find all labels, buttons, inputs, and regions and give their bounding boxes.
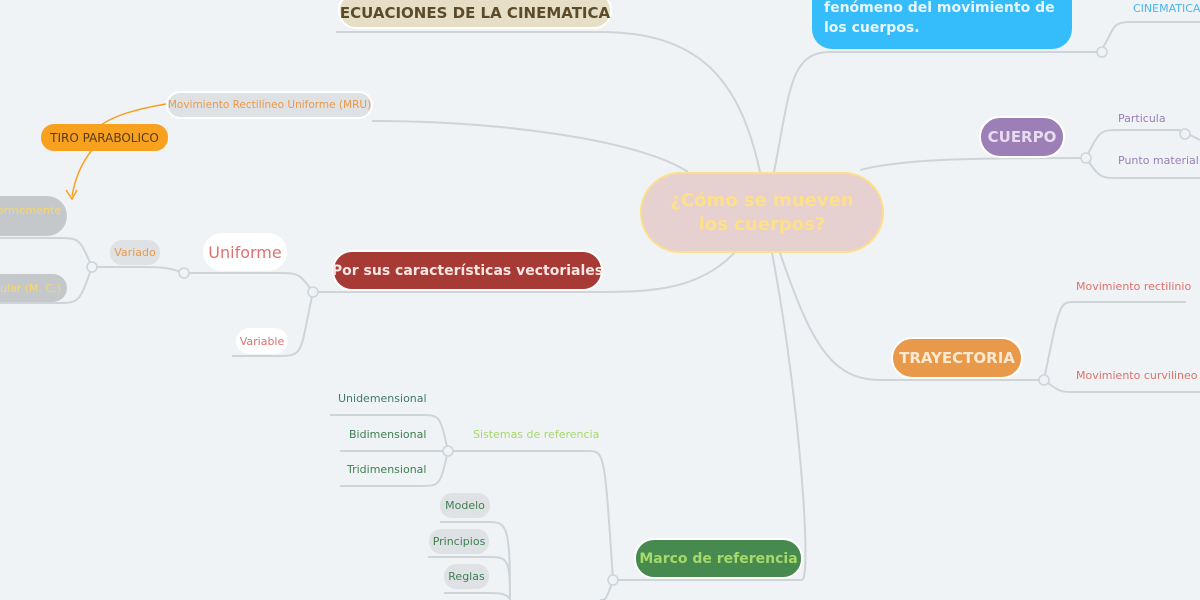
node-reglas[interactable]: Reglas (444, 564, 489, 589)
node-principios-label: Principios (432, 535, 486, 548)
node-uniforme[interactable]: Uniforme (203, 233, 287, 271)
node-punto-material[interactable]: Punto material (1118, 154, 1199, 167)
node-sistemas[interactable]: Sistemas de referencia (473, 428, 600, 441)
node-mov-curvilineo[interactable]: Movimiento curvilineo (1076, 369, 1198, 382)
node-mov-rectilinio[interactable]: Movimiento rectilinio (1076, 280, 1192, 293)
node-ecuaciones-label: ECUACIONES DE LA CINEMATICA (339, 3, 611, 22)
node-trayectoria-label: TRAYECTORIA (899, 349, 1015, 367)
node-vectoriales-label: Por sus características vectoriales (331, 262, 604, 279)
node-variable-label: Variable (239, 334, 285, 348)
node-vectoriales[interactable]: Por sus características vectoriales (332, 250, 603, 291)
node-mru[interactable]: Movimiento Rectilíneo Uniforme (MRU) (166, 91, 373, 119)
node-bidimensional[interactable]: Bidimensional (349, 428, 427, 441)
node-unidimensional[interactable]: Unidemensional (338, 392, 427, 405)
node-particula[interactable]: Particula (1118, 112, 1166, 125)
node-ecuaciones[interactable]: ECUACIONES DE LA CINEMATICA (338, 0, 612, 29)
node-variado-label: Variado (114, 246, 156, 259)
node-modelo-label: Modelo (445, 499, 485, 512)
node-modelo[interactable]: Modelo (440, 493, 490, 518)
node-marco-label: Marco de referencia (639, 550, 798, 567)
node-definicion-label: fenómeno del movimiento de los cuerpos. (824, 0, 1055, 36)
node-tiro-parabolico[interactable]: TIRO PARABOLICO (41, 124, 168, 151)
node-uniformemente[interactable]: formemente (0, 196, 67, 236)
node-uniforme-label: Uniforme (208, 242, 282, 262)
node-marco[interactable]: Marco de referencia (634, 538, 803, 579)
central-topic-label: ¿Cómo se mueven los cuerpos? (670, 189, 854, 235)
node-circular[interactable]: rcular (M. C.) (0, 274, 67, 302)
node-cuerpo-label: CUERPO (987, 128, 1057, 146)
node-cuerpo[interactable]: CUERPO (979, 116, 1065, 158)
node-mru-label: Movimiento Rectilíneo Uniforme (MRU) (167, 99, 372, 111)
node-tiro-parabolico-label: TIRO PARABOLICO (50, 130, 159, 145)
node-uniformemente-label: formemente (0, 204, 61, 217)
central-topic[interactable]: ¿Cómo se mueven los cuerpos? (640, 172, 884, 253)
node-variable[interactable]: Variable (236, 328, 288, 354)
node-principios[interactable]: Principios (429, 529, 489, 554)
node-definicion[interactable]: fenómeno del movimiento de los cuerpos. (812, 0, 1072, 49)
node-variado[interactable]: Variado (110, 240, 160, 265)
node-reglas-label: Reglas (448, 570, 485, 583)
node-tridimensional[interactable]: Tridimensional (347, 463, 427, 476)
node-cinematica[interactable]: CINEMATICA (1133, 2, 1200, 15)
node-circular-label: rcular (M. C.) (0, 281, 61, 295)
node-trayectoria[interactable]: TRAYECTORIA (891, 337, 1023, 379)
